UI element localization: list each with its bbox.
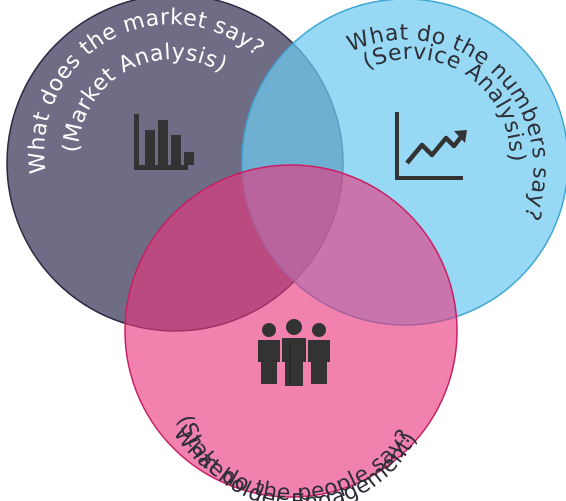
trend-line-icon: [395, 112, 467, 180]
people-group-icon: [258, 319, 330, 386]
bar-chart-icon: [134, 114, 194, 170]
